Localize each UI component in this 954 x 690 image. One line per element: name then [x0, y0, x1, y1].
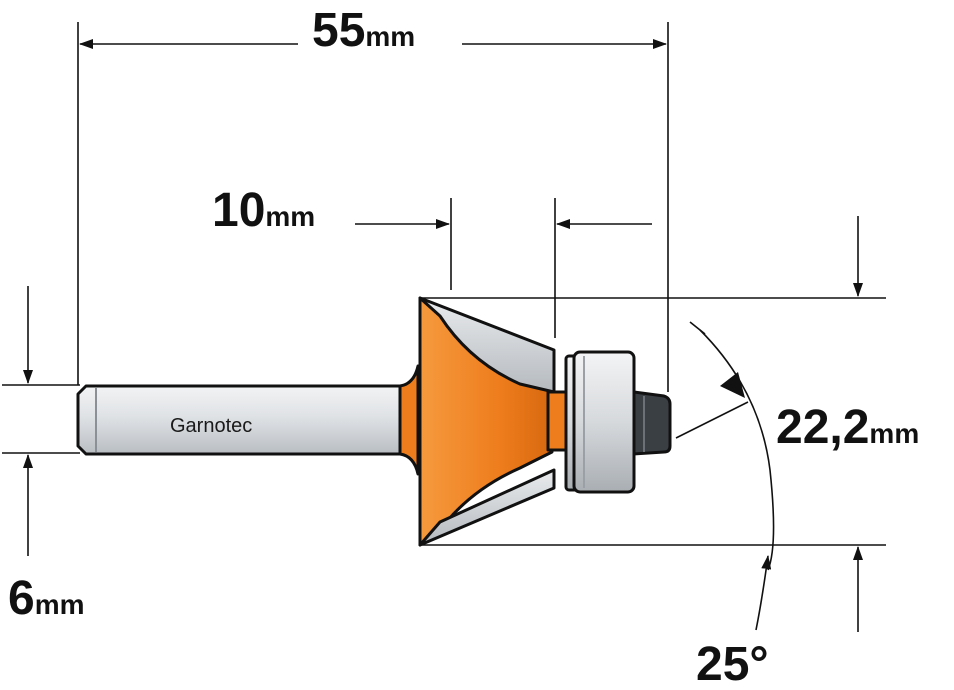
router-bit: Garnotec: [76, 296, 672, 547]
cutting-height-unit: mm: [265, 201, 315, 232]
diameter-value: 22,2: [776, 401, 869, 454]
angle-value: 25°: [696, 638, 769, 690]
carbide-blade-bottom: [418, 468, 556, 547]
dimension-shank: 6mm: [8, 286, 85, 625]
overall-length-value: 55: [312, 4, 365, 57]
dimension-diameter: 22,2mm: [776, 216, 919, 632]
cutting-height-value: 10: [212, 184, 265, 237]
brand-label: Garnotec: [170, 415, 252, 437]
dimension-angle: 25°: [689, 321, 775, 690]
overall-length-unit: mm: [365, 21, 415, 52]
screw: [632, 390, 672, 456]
shank-label: 6mm: [8, 572, 85, 625]
dimension-cutting-height: 10mm: [212, 184, 652, 237]
neck: [398, 364, 420, 476]
shank: Garnotec: [76, 384, 407, 456]
cutting-height-label: 10mm: [212, 184, 315, 237]
carbide-blade-top: [418, 296, 556, 394]
dimension-overall-length: 55mm: [79, 4, 667, 57]
angle-arrow-top: [720, 372, 745, 398]
diameter-label: 22,2mm: [776, 401, 919, 454]
overall-length-label: 55mm: [312, 4, 415, 57]
diameter-unit: mm: [869, 418, 919, 449]
shank-value: 6: [8, 572, 35, 625]
hub: [546, 390, 568, 452]
extension-lines: [2, 22, 886, 546]
shank-unit: mm: [35, 589, 85, 620]
